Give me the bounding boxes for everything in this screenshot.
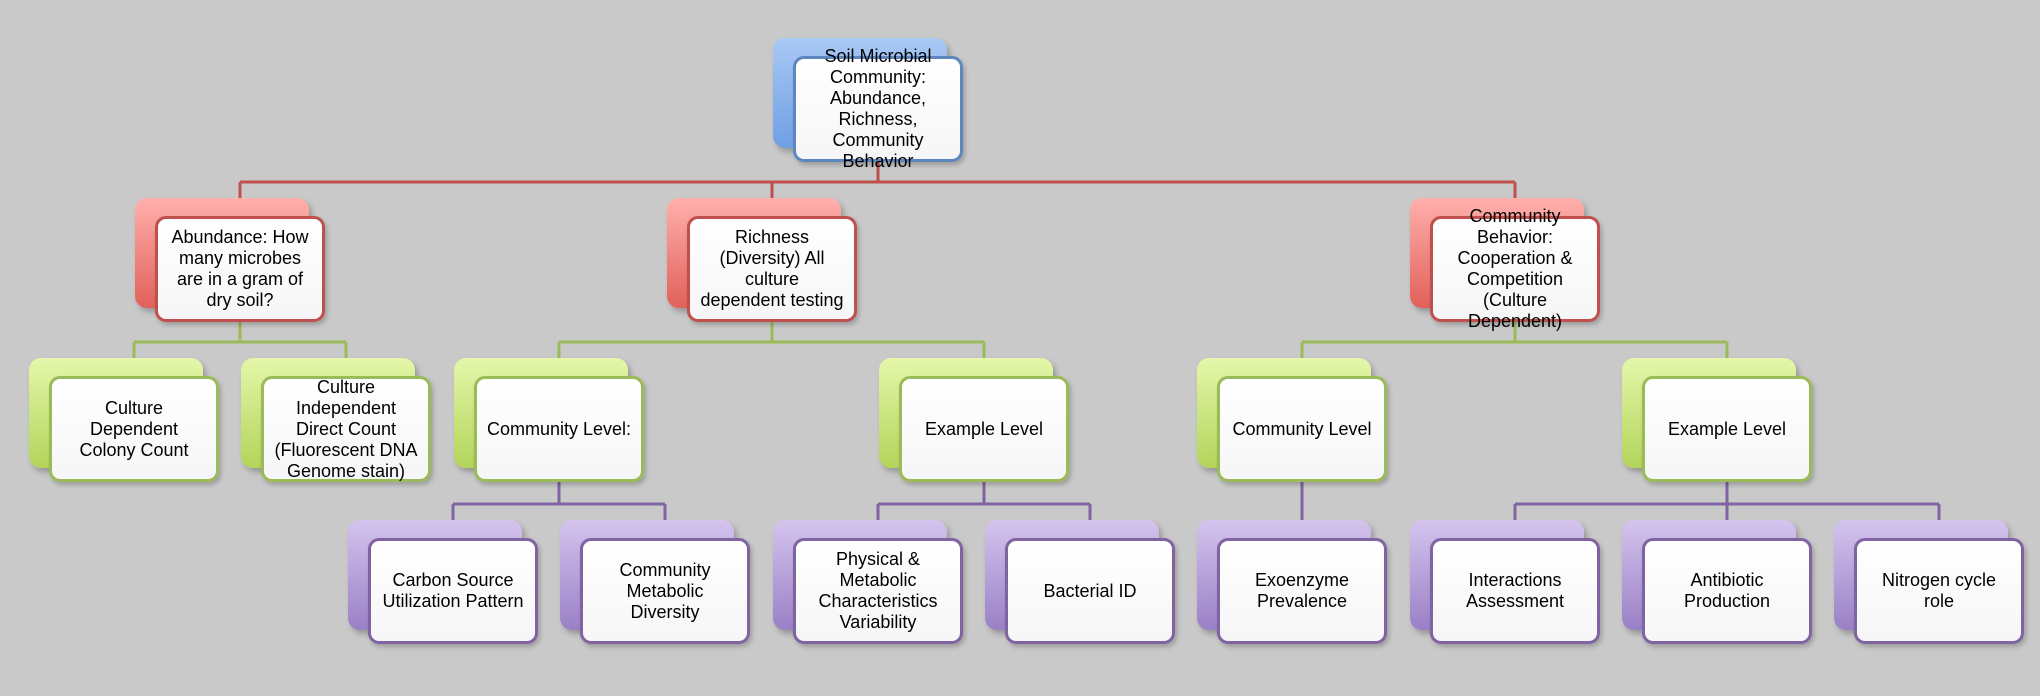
- node-label: Abundance: How many microbes are in a gr…: [155, 216, 325, 322]
- node-label: Bacterial ID: [1005, 538, 1175, 644]
- node-label: Community Level: [1217, 376, 1387, 482]
- node-label: Nitrogen cycle role: [1854, 538, 2024, 644]
- node-label: Community Metabolic Diversity: [580, 538, 750, 644]
- node-label: Soil Microbial Community: Abundance, Ric…: [793, 46, 963, 171]
- node-label: Example Level: [899, 376, 1069, 482]
- node-label: Culture Independent Direct Count (Fluore…: [261, 376, 431, 482]
- node-label: Example Level: [1642, 376, 1812, 482]
- node-label: Community Level:: [474, 376, 644, 482]
- node-label: Antibiotic Production: [1642, 538, 1812, 644]
- node-label: Carbon Source Utilization Pattern: [368, 538, 538, 644]
- node-label: Richness (Diversity) All culture depende…: [687, 216, 857, 322]
- node-label: Community Behavior: Cooperation & Compet…: [1430, 206, 1600, 331]
- node-label: Exoenzyme Prevalence: [1217, 538, 1387, 644]
- node-label: Physical & Metabolic Characteristics Var…: [793, 538, 963, 644]
- node-label: Interactions Assessment: [1430, 538, 1600, 644]
- node-label: Culture Dependent Colony Count: [49, 376, 219, 482]
